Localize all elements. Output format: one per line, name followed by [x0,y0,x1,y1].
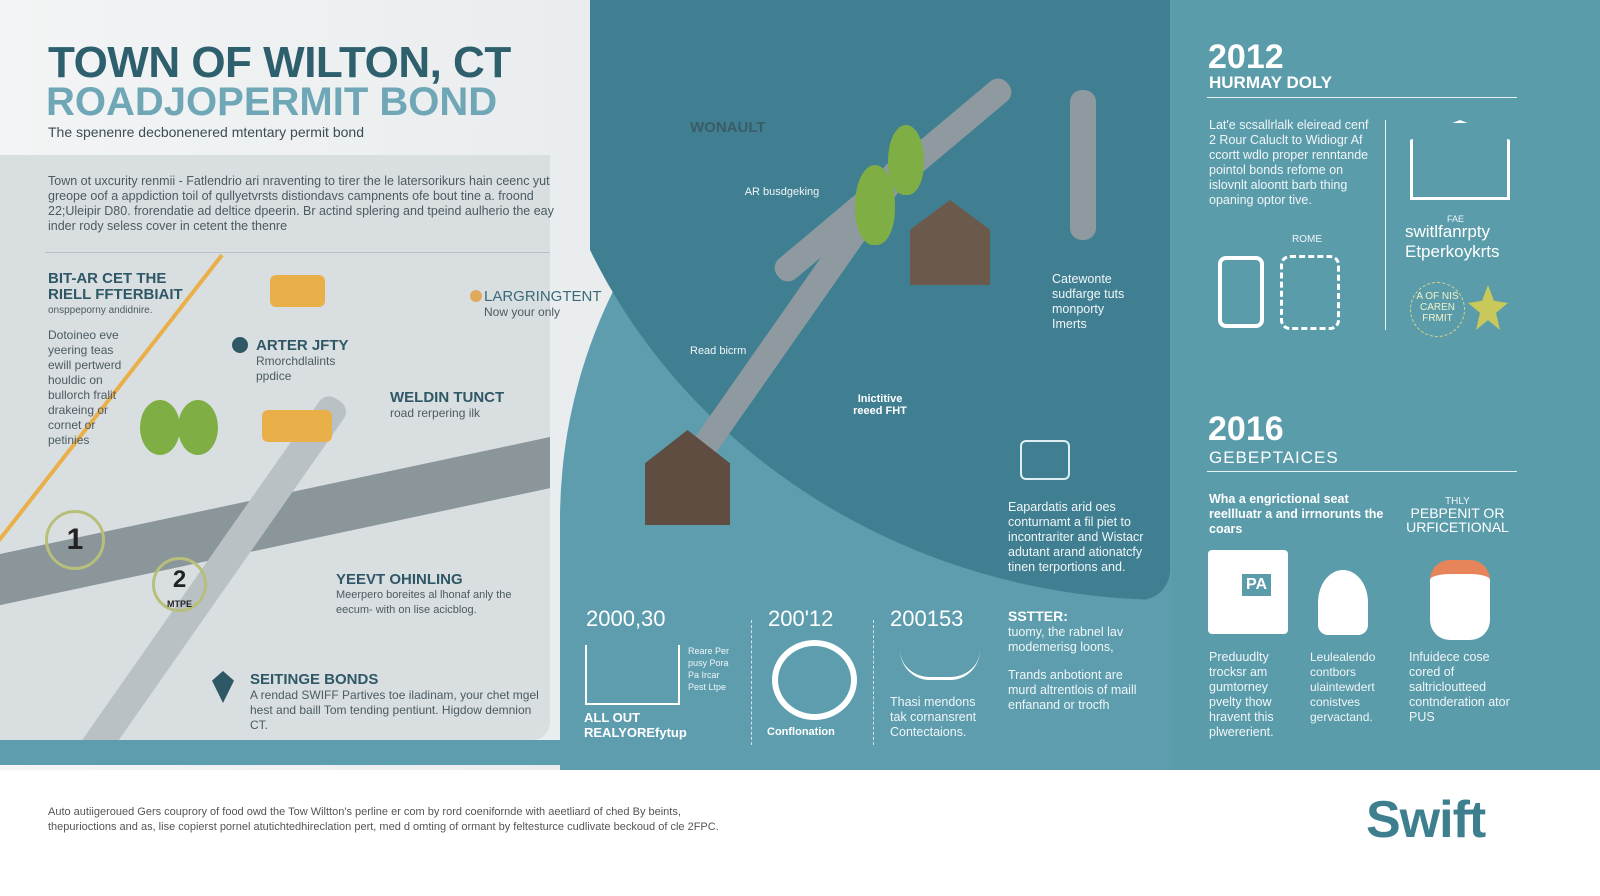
divider [751,620,752,745]
timeline-year: 200153 [890,606,964,631]
section-title: GEBEPTAICES [1209,448,1339,467]
section-3: LARGRINGTENT Now your only [470,288,620,320]
center-note: Eapardatis arid oes conturnamt a fil pie… [1008,500,1144,574]
column-text: Leulealendo contbors ulaintewdert conist… [1310,650,1376,724]
dot-icon [470,290,482,302]
side-title: PEBPENIT OR URFICETIONAL [1406,505,1509,535]
section-lead: Wha a engrictional seat reellluatr a and… [1209,492,1384,536]
permit-seal: A OF NIS CAREN FRMIT [1410,282,1465,337]
divider [873,620,874,745]
region-label: WONAULT [690,119,766,136]
right-timeline-column [1172,0,1600,770]
timeline-title: SSTTER: [1008,608,1068,624]
section-1: BIT-AR CET THE RIELL FFTERBIAIT onsppepo… [48,270,183,448]
truck-icon [262,410,332,442]
timeline-label: ALL OUT REALYOREfytup [584,710,687,740]
courthouse-icon [1410,120,1510,200]
tree-icon [140,400,180,455]
timeline-label: Conflonation [767,726,835,738]
map-label: Inictitive reeed FHT [853,393,907,417]
map-label: AR busdgeking [744,186,820,198]
network-icon [1280,255,1340,330]
road [1070,90,1096,240]
map-marker-1[interactable]: 1 [45,510,105,570]
column-text: Infuidece cose cored of saltricloutteed … [1409,650,1510,724]
person-icon [1318,570,1368,635]
tree-icon [888,125,924,195]
divider [1207,97,1517,98]
timeline-text: Trands anbotiont are murd altrentlois of… [1008,668,1137,712]
bolt-shield-icon [212,671,234,703]
section-6: SEITINGE BONDS A rendad SWIFF Partives t… [212,671,542,733]
divider [45,252,550,253]
side-title: switlfanrpty Etperkoykrts [1405,222,1500,261]
government-building-icon [585,645,680,705]
truck-icon [270,275,325,307]
page-subtitle: ROADJOPERMIT BOND [46,80,498,124]
section-4: WELDIN TUNCT road rerpering ilk [390,389,505,420]
divider [1385,120,1386,330]
phone-icon [1218,256,1264,328]
section-body: Lat'e scsallrlalk eleiread cenf 2 Rour C… [1209,118,1369,207]
timeline-label: Thasi mendons tak cornansrent Contectaio… [890,695,977,739]
side-label: THLY [1445,496,1470,507]
section-5: YEEVT OHINLING Meerpero boreites al lhon… [336,571,512,616]
intro-paragraph: Town ot uxcurity renmii - Fatlendrio ari… [48,174,554,233]
center-note: Catewonte sudfarge tuts monporty Imerts [1052,272,1125,331]
year-2012: 2012 [1208,38,1284,76]
footer-text: Auto autiigeroued Gers couprory of food … [48,806,719,833]
divider [1207,471,1517,472]
section-2: ARTER JFTY Rmorchdlalints ppdice [232,337,372,384]
timeline-year: 2000,30 [586,606,666,631]
radio-box-icon [1020,440,1070,480]
column-text: Preduudlty trocksr am gumtorney pvelty t… [1209,650,1274,739]
icon-label: ROME [1292,234,1322,245]
tree-icon [855,165,895,245]
timeline-year: 200'12 [768,606,834,631]
gear-icon [772,640,857,720]
tree-icon [178,400,218,455]
year-2016: 2016 [1208,410,1284,448]
tagline: The spenenre decbonenered mtentary permi… [48,124,364,140]
timeline-text: tuomy, the rabnel lav modemerisg loons, [1008,625,1124,654]
section-title: HURMAY DOLY [1209,73,1333,92]
divider-stripe [0,740,1172,765]
side-label: FAE [1447,214,1465,224]
hand-icon [1430,560,1490,640]
pin-icon [232,337,248,353]
document-icon: PA [1208,550,1288,634]
page-title: TOWN OF WILTON, CT [48,38,511,87]
swift-logo: Swift [1366,791,1486,849]
map-label: Read bicrm [690,345,747,357]
lamp-icon [900,650,980,680]
timeline-side-text: Reare Per pusy Pora Pa Ircar Pest Ltpe [688,646,730,692]
